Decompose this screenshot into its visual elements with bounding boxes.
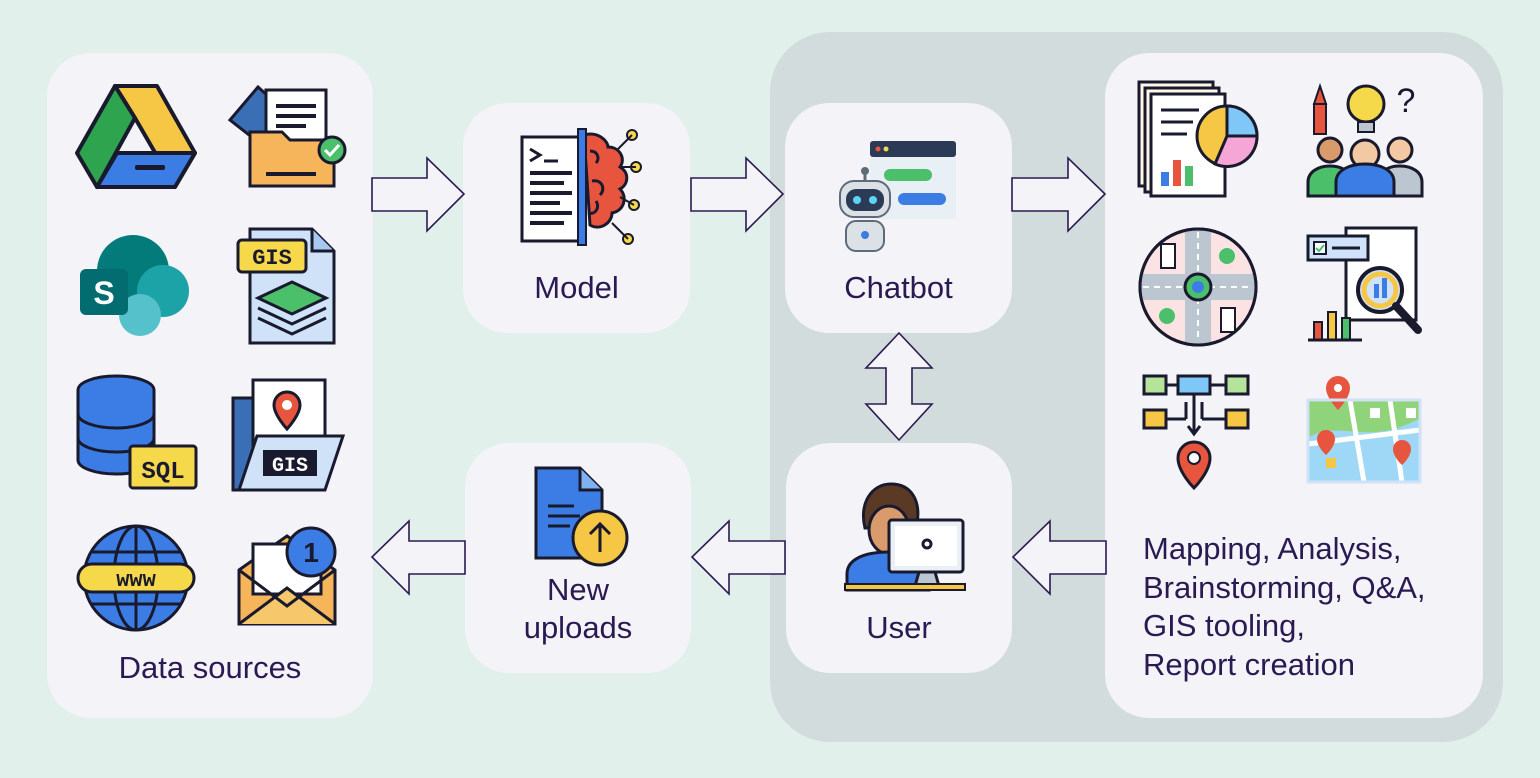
report-chart-icon xyxy=(1137,80,1259,198)
mail-badge-count: 1 xyxy=(303,537,319,568)
new-uploads-label: New uploads xyxy=(523,572,633,645)
gis-file-icon: GIS xyxy=(236,227,336,345)
model-label: Model xyxy=(534,270,619,305)
user-computer-icon xyxy=(844,482,966,592)
arrow-model-to-chatbot xyxy=(690,156,785,233)
google-drive-icon xyxy=(75,84,197,189)
email-notification-icon: 1 xyxy=(237,526,337,626)
gis-folder-icon: GIS xyxy=(231,378,346,492)
chatbot-robot-icon xyxy=(839,141,956,252)
arrow-sources-to-model xyxy=(371,156,466,233)
flowchart-location-icon xyxy=(1142,374,1250,491)
arrow-uploads-to-sources xyxy=(370,519,466,596)
www-globe-icon: www xyxy=(76,524,196,632)
sharepoint-letter: S xyxy=(93,275,114,311)
brainstorm-people-icon: ? xyxy=(1306,82,1424,198)
analysis-magnifier-icon xyxy=(1306,226,1422,342)
data-sources-label: Data sources xyxy=(118,650,302,685)
model-brain-icon xyxy=(520,128,642,246)
arrow-chatbot-user-bidirectional xyxy=(864,331,934,442)
chatbot-label: Chatbot xyxy=(844,270,953,305)
gis-folder-label: GIS xyxy=(272,455,308,478)
road-map-icon xyxy=(1138,227,1258,347)
arrow-user-to-uploads xyxy=(690,519,786,596)
arrow-outputs-to-user xyxy=(1011,519,1107,596)
sharepoint-icon: S xyxy=(80,235,189,336)
sql-database-icon: SQL xyxy=(76,374,198,490)
sql-label: SQL xyxy=(141,459,184,486)
arrow-chatbot-to-outputs xyxy=(1011,156,1107,233)
gis-file-label: GIS xyxy=(252,246,292,271)
www-label: www xyxy=(116,568,156,593)
upload-file-icon xyxy=(534,466,629,567)
file-folder-check-icon xyxy=(227,84,347,188)
city-map-icon xyxy=(1306,376,1422,484)
user-label: User xyxy=(866,610,932,645)
svg-text:?: ? xyxy=(1397,82,1416,120)
outputs-label: Mapping, Analysis, Brainstorming, Q&A, G… xyxy=(1143,531,1426,682)
